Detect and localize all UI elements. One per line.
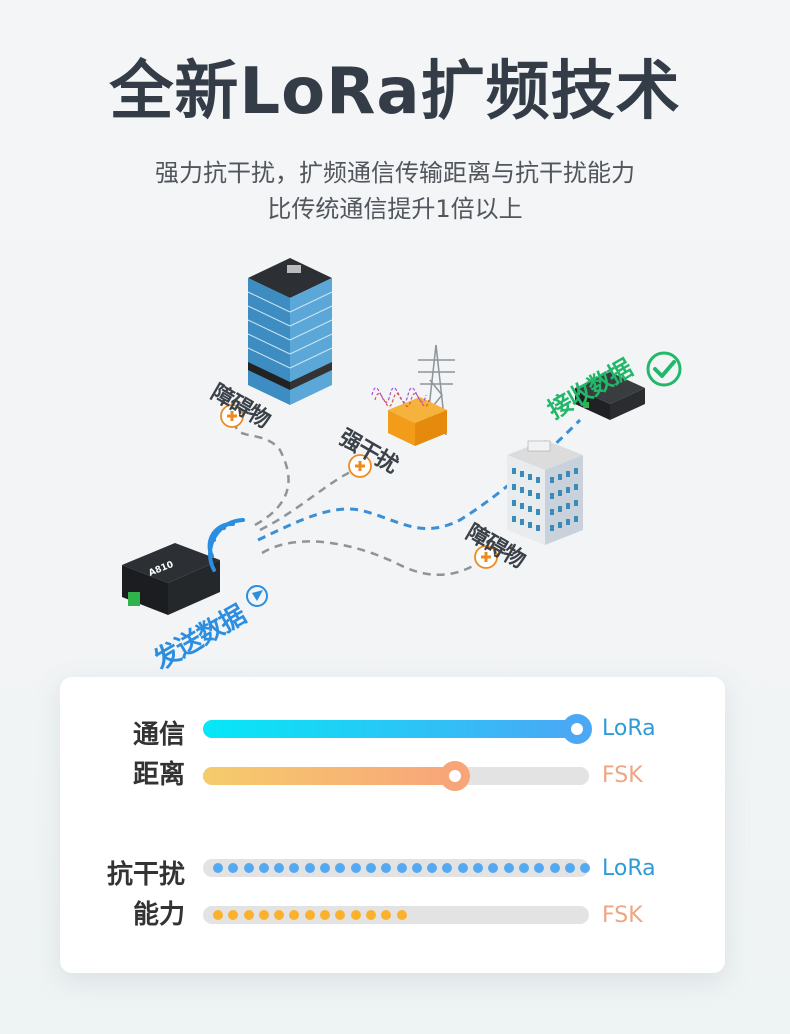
meter-dot (228, 863, 239, 873)
plus-icon (227, 411, 237, 421)
meter-dot (320, 910, 331, 920)
path-to-obstacle-1 (234, 424, 290, 527)
meter-dot (289, 863, 300, 873)
subtitle-line-1: 强力抗干扰，扩频通信传输距离与抗干扰能力 (155, 159, 635, 187)
fsk-interference-label: FSK (602, 903, 643, 928)
meter-dot (274, 863, 285, 873)
lora-interference-dots (213, 862, 591, 873)
fsk-distance-bar (203, 761, 589, 791)
meter-dot (213, 910, 223, 920)
generator-icon (388, 397, 447, 446)
meter-dot (365, 910, 376, 920)
check-icon (646, 351, 682, 387)
subtitle: 强力抗干扰，扩频通信传输距离与抗干扰能力 比传统通信提升1倍以上 (0, 155, 790, 227)
path-to-interference (259, 468, 356, 532)
path-to-obstacle-2 (261, 540, 486, 576)
distance-label-line-2: 距离 (132, 760, 185, 790)
meter-dot (381, 863, 392, 873)
meter-dot (549, 863, 560, 873)
meter-dot (396, 863, 407, 873)
meter-dot (243, 863, 254, 873)
meter-dot (457, 863, 468, 873)
lora-distance-fill (203, 720, 575, 738)
meter-dot (320, 863, 331, 873)
interference-label-line-1: 抗干扰 (106, 860, 185, 890)
page-title: 全新LoRa扩频技术 (109, 55, 681, 129)
lora-interference-bar (203, 859, 591, 877)
meter-dot (564, 863, 575, 873)
lora-distance-label: LoRa (602, 716, 656, 741)
tall-building-icon (247, 258, 333, 405)
scene-graphics: A810 (122, 258, 682, 615)
meter-dot (258, 863, 269, 873)
meter-dot (473, 863, 484, 873)
fsk-interference-bar (203, 906, 589, 924)
meter-dot (350, 910, 361, 920)
meter-dot (580, 863, 591, 873)
meter-dot (381, 910, 392, 920)
meter-dot (274, 910, 285, 920)
receiver-device-icon (575, 372, 645, 420)
fsk-distance-knob (440, 761, 470, 791)
meter-dot (503, 863, 514, 873)
meter-dot (396, 910, 407, 920)
meter-dot (258, 910, 269, 920)
meter-dot (518, 863, 529, 873)
lora-distance-knob (562, 714, 592, 744)
meter-dot (304, 910, 315, 920)
fsk-distance-label: FSK (602, 763, 643, 788)
meter-dot (534, 863, 545, 873)
sender-device-icon: A810 (122, 543, 220, 615)
meter-dot (213, 863, 223, 873)
meter-dot (335, 863, 346, 873)
meter-dot (427, 863, 438, 873)
meter-dot (411, 863, 422, 873)
interference-label-line-2: 能力 (132, 900, 185, 930)
meter-dot (304, 863, 315, 873)
fsk-distance-fill (203, 767, 455, 785)
meter-dot (350, 863, 361, 873)
send-arrow-icon (246, 585, 268, 607)
fsk-interference-dots (213, 909, 407, 920)
meter-dot (228, 910, 239, 920)
lora-distance-bar (203, 714, 592, 744)
meter-dot (335, 910, 346, 920)
plus-icon (481, 552, 491, 562)
interference-wave-icon (371, 387, 430, 407)
transmission-illustration: A810 障碍物 强干扰 障碍物 接收数据 发送数据 (0, 250, 790, 676)
meter-dot (442, 863, 453, 873)
distance-label-line-1: 通信 (132, 720, 185, 750)
plus-icon (355, 461, 365, 471)
subtitle-line-2: 比传统通信提升1倍以上 (267, 195, 523, 223)
meter-dot (243, 910, 254, 920)
wireless-signal-icon (207, 518, 245, 572)
meter-dot (488, 863, 499, 873)
office-building-icon (507, 440, 583, 545)
interference-resistance-label: 抗干扰 能力 (65, 855, 185, 935)
meter-dot (365, 863, 376, 873)
distance-label: 通信 距离 (65, 715, 185, 795)
lora-interference-label: LoRa (602, 856, 656, 881)
comparison-card: 通信 距离 LoRa FSK 抗干扰 能力 LoRa FSK (60, 677, 725, 973)
meter-dot (289, 910, 300, 920)
